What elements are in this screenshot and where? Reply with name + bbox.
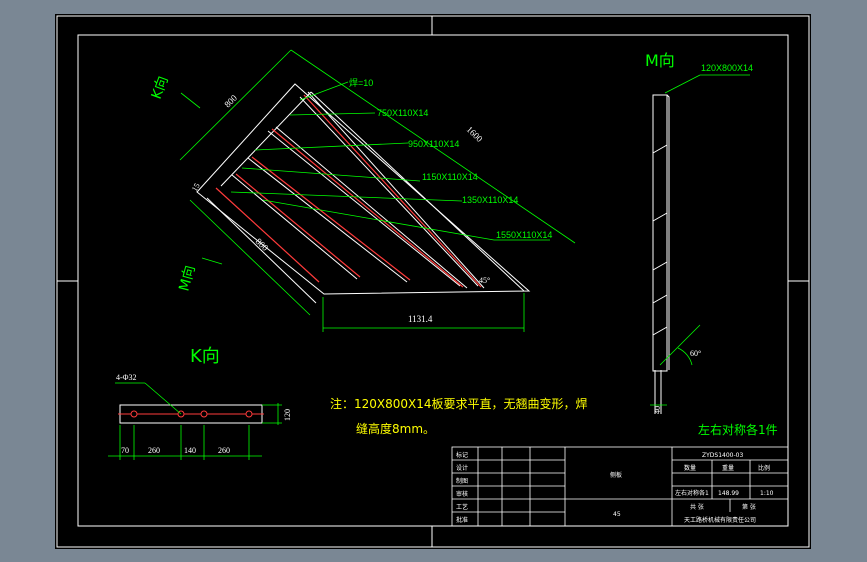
tb-material: 45: [613, 511, 621, 518]
center-marks: [57, 16, 809, 547]
rib-centerlines: [215, 94, 482, 288]
side-view-m: [652, 94, 670, 414]
dim-40: 40: [653, 406, 662, 414]
ribs: [231, 91, 485, 289]
tb-weight: 148.99: [718, 490, 739, 497]
tb-row-5: 批准: [456, 516, 468, 524]
tb-scale: 1:10: [760, 490, 774, 497]
m-view-diag-label: M向: [176, 264, 198, 293]
dim-140: 140: [184, 446, 196, 455]
tb-part-name: 侧板: [610, 471, 622, 479]
part-1150-label: 1150X110X14: [422, 172, 478, 182]
tb-qty: 左右对称各1: [675, 489, 709, 497]
leader-lines: [180, 81, 550, 265]
tb-row-1: 设计: [456, 464, 468, 472]
dim-120: 120: [283, 409, 292, 421]
side-view-dims: [650, 74, 750, 406]
tb-row-2: 制图: [456, 477, 468, 485]
tb-row-4: 工艺: [456, 503, 468, 511]
m-view-title: M向: [645, 51, 675, 70]
tb-row-0: 标记: [456, 451, 468, 459]
dim-15: 15: [190, 182, 202, 193]
main-dimensions: [179, 49, 576, 332]
main-plate-view: [196, 83, 531, 304]
sheet-background: [55, 14, 811, 549]
symmetry-note: 左右对称各1件: [698, 422, 778, 437]
dim-4-holes: 4-Φ32: [116, 373, 137, 382]
tb-col-weight: 重量: [722, 464, 734, 472]
dim-45-deg: 45°: [479, 276, 490, 285]
tb-row-3: 审核: [456, 490, 468, 498]
dim-260-b: 260: [218, 446, 230, 455]
weld-label: 焊=10: [349, 77, 373, 88]
part-750-label: 750X110X14: [377, 108, 428, 118]
k-view-dims: [108, 382, 282, 460]
k-view-diag-label: K向: [149, 74, 172, 101]
tb-company: 天工路桥机械有限责任公司: [684, 516, 756, 524]
part-1550-label: 1550X110X14: [496, 230, 552, 240]
dim-260-a: 260: [148, 446, 160, 455]
top-plate-label: 120X800X14: [701, 63, 753, 73]
dim-1131: 1131.4: [408, 314, 433, 324]
side-view-steps: [652, 144, 668, 336]
part-950-label: 950X110X14: [408, 139, 459, 149]
dim-60-deg: 60°: [690, 349, 701, 358]
note-line-1: 注：120X800X14板要求平直，无翘曲变形，焊: [330, 396, 588, 411]
tb-col-qty: 数量: [684, 464, 696, 472]
tb-drawing-no: ZYDS1400-03: [702, 452, 743, 459]
tb-col-scale: 比例: [758, 464, 770, 472]
title-block: [451, 446, 789, 527]
note-line-2: 缝高度8mm。: [356, 421, 435, 436]
dim-70: 70: [121, 446, 129, 455]
k-view-title: K向: [190, 346, 220, 367]
k-view-holes: [130, 410, 253, 418]
tb-sheet-no: 第 张: [742, 503, 756, 511]
tb-sheet-total: 共 张: [690, 503, 704, 511]
part-1350-label: 1350X110X14: [462, 195, 518, 205]
